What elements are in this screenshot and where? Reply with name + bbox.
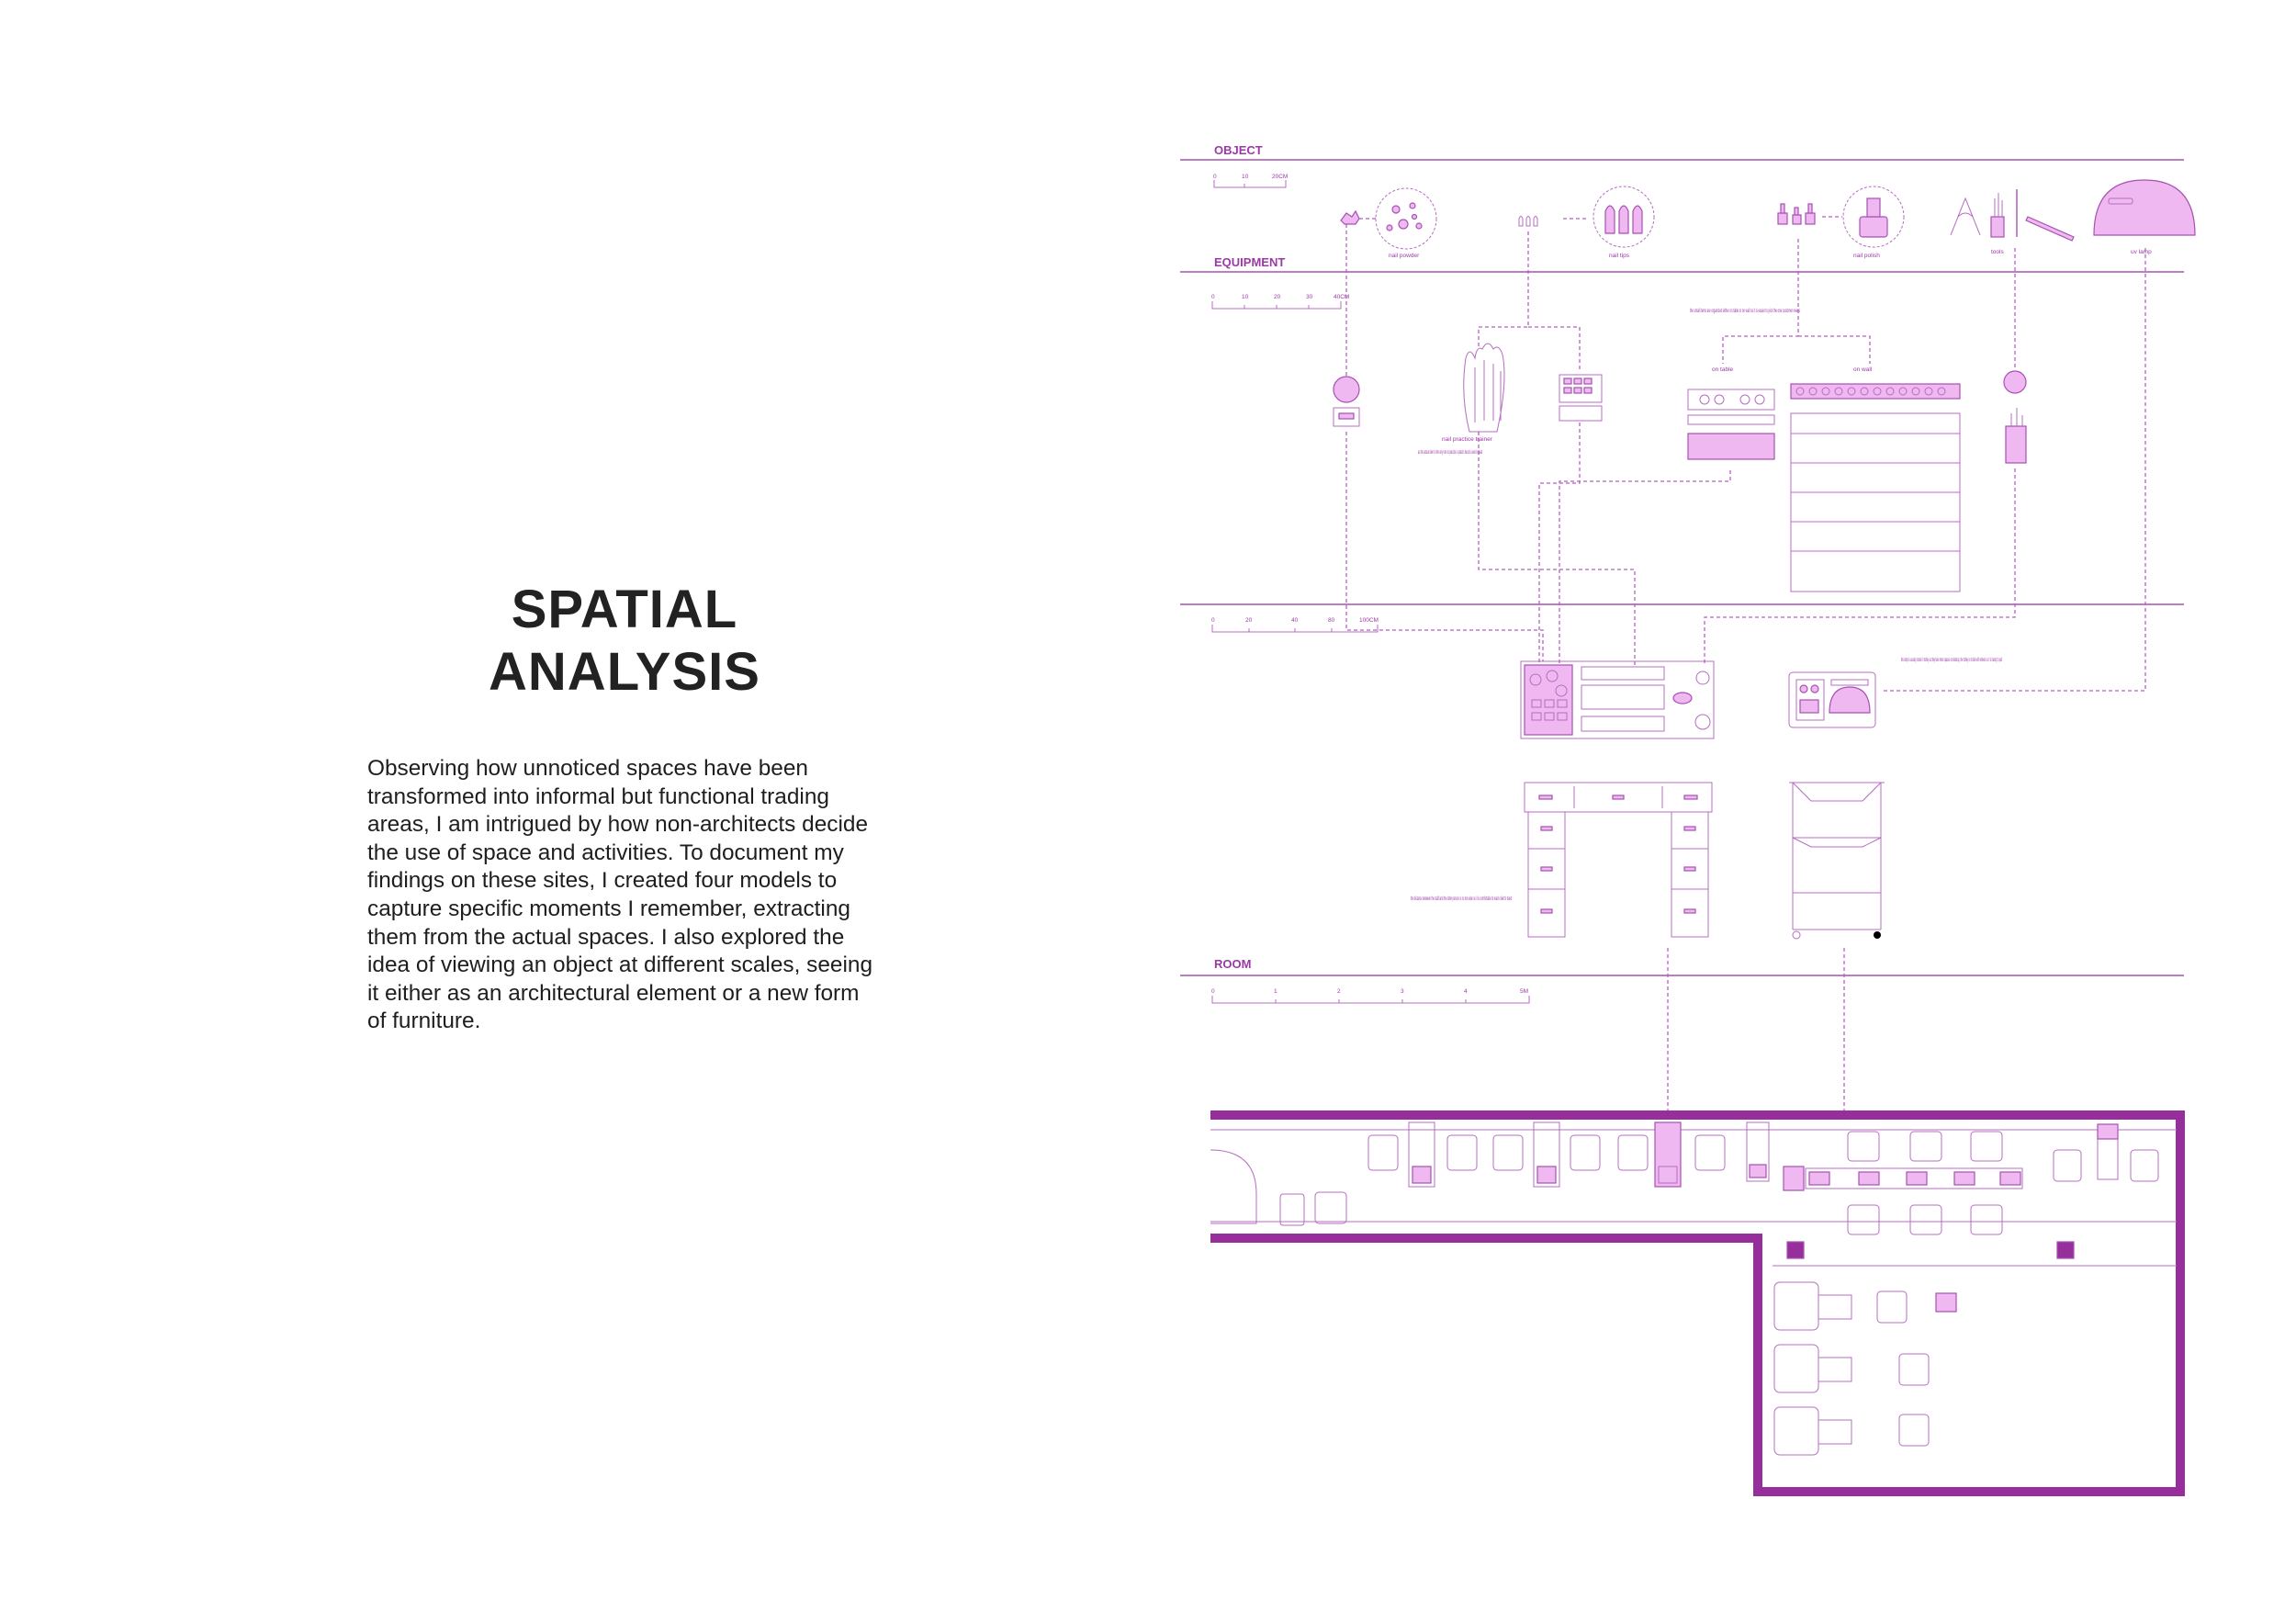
scale-label: 0: [1211, 617, 1215, 624]
powder-container-equipment: [1333, 376, 1360, 427]
scale-label: 3: [1401, 988, 1404, 995]
powder-detail-circle: [1375, 187, 1437, 250]
scale-label: 1: [1274, 988, 1277, 995]
room-walls: [1210, 1110, 2185, 1496]
object-label: nail polish: [1853, 253, 1880, 259]
scale-label: 2: [1337, 988, 1341, 995]
distance-note: the distance between the staff and the o…: [1411, 896, 1512, 902]
on-wall-organizer: on wall: [1790, 366, 1961, 592]
room-nail-stations: [1408, 1121, 2119, 1191]
equipment-label: nail practice trainer: [1442, 436, 1493, 443]
scale-label: 100CM: [1359, 617, 1379, 624]
scale-label: 30: [1306, 294, 1313, 300]
body-paragraph: Observing how unnoticed spaces have been…: [367, 756, 873, 1034]
lamp-note: the lamp is usually stored in trolley as…: [1901, 657, 2002, 663]
small-items-note: the small items are organized either on …: [1690, 308, 1800, 314]
title-line-2: ANALYSIS: [489, 642, 760, 702]
object-label: nail powder: [1389, 253, 1420, 259]
nail-polish-object: nail polish: [1777, 186, 1905, 259]
scale-label: 20: [1274, 294, 1281, 300]
connector-lines: [1345, 224, 2146, 1113]
nail-table-front-view: [1524, 782, 1713, 938]
room-pedicure-chairs: [1773, 1281, 1957, 1456]
trolley-top-view: [1788, 671, 1876, 728]
equipment-scale-bar: 0 10 20 30 40CM: [1211, 294, 1349, 310]
room-scale-bar: 0 1 2 3 4 5M: [1211, 988, 1530, 1004]
scale-label: 5M: [1520, 988, 1528, 995]
uv-lamp-object: uv lamp: [2093, 179, 2196, 255]
polish-detail-circle: [1842, 186, 1905, 248]
trainer-note: as the actual client is the only one to …: [1418, 449, 1482, 456]
scale-label: 0: [1211, 988, 1215, 995]
nail-table-top-view: [1520, 660, 1715, 739]
nail-practice-trainer: nail practice trainer: [1442, 343, 1505, 443]
scale-label: 10: [1242, 294, 1249, 300]
door-swing: [1210, 1149, 1257, 1224]
scale-label: 20CM: [1272, 174, 1288, 180]
object-label: nail tips: [1609, 253, 1630, 259]
nail-tips-object: nail tips: [1518, 186, 1655, 259]
scale-label: 0: [1213, 174, 1217, 180]
tools-object: tools: [1950, 189, 2075, 255]
room-chairs: [1279, 1131, 2159, 1235]
scale-label: 20: [1245, 617, 1253, 624]
room-columns: [1786, 1241, 2075, 1259]
title-line-1: SPATIAL: [511, 580, 738, 639]
scale-label: 40: [1291, 617, 1299, 624]
equipment-label: on wall: [1853, 366, 1873, 373]
room-section-label: ROOM: [1214, 957, 1251, 971]
powder-icon: [1340, 209, 1360, 225]
tools-cup-equipment: [2003, 370, 2027, 464]
object-label: uv lamp: [2131, 249, 2152, 255]
equipment-section-label: EQUIPMENT: [1214, 255, 1285, 269]
uv-lamp-icon: [2093, 179, 2196, 236]
on-table-organizer: on table: [1687, 366, 1775, 460]
furniture-scale-bar: 0 20 40 80 100CM: [1211, 617, 1379, 633]
tips-detail-circle: [1593, 186, 1655, 248]
object-scale-bar: 0 10 20CM: [1213, 174, 1288, 188]
page-title: SPATIAL ANALYSIS: [386, 579, 863, 704]
equipment-label: on table: [1712, 366, 1734, 373]
tip-box-equipment: [1559, 374, 1603, 422]
scale-label: 4: [1464, 988, 1468, 995]
scale-label: 40CM: [1334, 294, 1349, 300]
trolley-front-view: [1789, 782, 1885, 940]
scale-label: 0: [1211, 294, 1215, 300]
room-floor-plan: [1210, 1110, 2185, 1496]
nail-powder-object: nail powder: [1340, 187, 1437, 259]
scale-label: 10: [1242, 174, 1249, 180]
object-section-label: OBJECT: [1214, 143, 1263, 157]
scale-label: 80: [1328, 617, 1335, 624]
object-label: tools: [1991, 249, 2004, 255]
